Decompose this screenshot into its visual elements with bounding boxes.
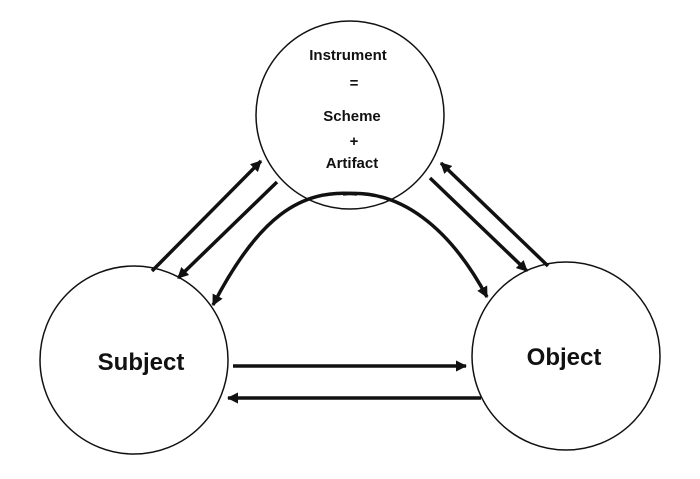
subject-circle xyxy=(39,265,229,455)
object-label: Object xyxy=(527,344,602,371)
instrument-label-line-1: Instrument xyxy=(309,47,387,64)
instrument-circle xyxy=(255,20,445,210)
subject-label: Subject xyxy=(98,349,185,376)
arrow-instrument-to-subject xyxy=(176,180,279,280)
arrow-instrument-to-object xyxy=(428,176,529,273)
instrument-label-line-2: = xyxy=(350,75,359,92)
arrow-mediated-to-object xyxy=(342,191,489,298)
instrument-label-line-3: Scheme xyxy=(323,108,381,125)
arrow-mediated-to-subject xyxy=(211,191,358,306)
arrow-object-to-instrument xyxy=(439,161,550,268)
object-circle xyxy=(471,261,661,451)
instrument-label-line-4: + xyxy=(350,133,359,150)
arrow-subject-to-instrument xyxy=(150,159,263,273)
instrument-label-line-5: Artifact xyxy=(326,155,379,172)
